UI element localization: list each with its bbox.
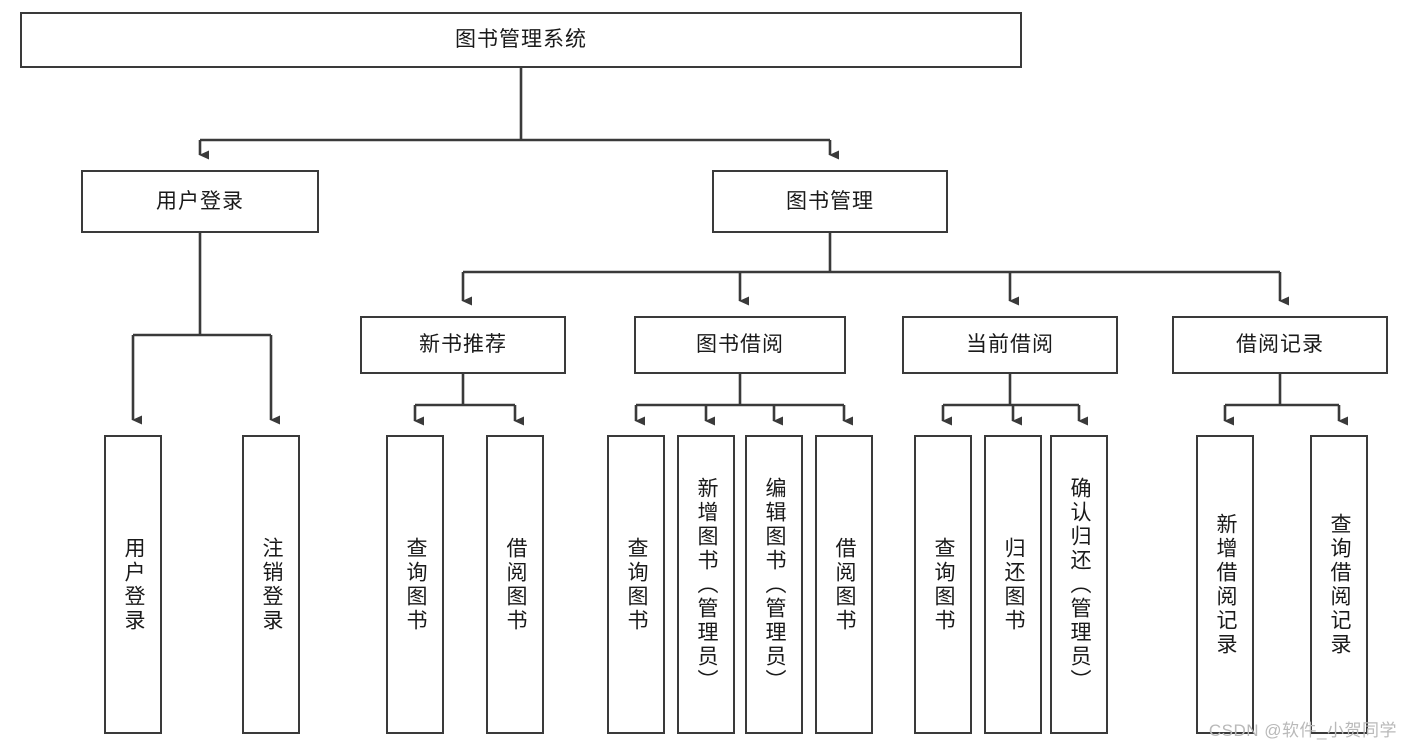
- leaf-query-books-current[interactable]: 查询图书: [914, 435, 972, 734]
- node-borrow-records[interactable]: 借阅记录: [1172, 316, 1388, 374]
- leaf-label: 新增借阅记录: [1214, 512, 1238, 657]
- leaf-label: 编辑图书（管理员）: [763, 476, 787, 693]
- leaf-label: 新增图书（管理员）: [695, 476, 719, 693]
- node-root[interactable]: 图书管理系统: [20, 12, 1022, 68]
- leaf-add-book-admin[interactable]: 新增图书（管理员）: [677, 435, 735, 734]
- leaf-add-borrow-record[interactable]: 新增借阅记录: [1196, 435, 1254, 734]
- leaf-label: 归还图书: [1002, 536, 1026, 633]
- leaf-query-books-newbooks[interactable]: 查询图书: [386, 435, 444, 734]
- leaf-edit-book-admin[interactable]: 编辑图书（管理员）: [745, 435, 803, 734]
- leaf-label: 确认归还（管理员）: [1068, 476, 1092, 693]
- leaf-label: 借阅图书: [504, 536, 528, 633]
- node-current-borrow[interactable]: 当前借阅: [902, 316, 1118, 374]
- leaf-label: 查询图书: [932, 536, 956, 633]
- leaf-confirm-return-admin[interactable]: 确认归还（管理员）: [1050, 435, 1108, 734]
- leaf-label: 借阅图书: [833, 536, 857, 633]
- leaf-return-book[interactable]: 归还图书: [984, 435, 1042, 734]
- node-book-borrow[interactable]: 图书借阅: [634, 316, 846, 374]
- node-user-login[interactable]: 用户登录: [81, 170, 319, 233]
- node-book-management[interactable]: 图书管理: [712, 170, 948, 233]
- leaf-label: 查询图书: [625, 536, 649, 633]
- leaf-user-logout[interactable]: 注销登录: [242, 435, 300, 734]
- leaf-label: 查询借阅记录: [1328, 512, 1352, 657]
- leaf-query-books-borrow[interactable]: 查询图书: [607, 435, 665, 734]
- leaf-borrow-books-newbooks[interactable]: 借阅图书: [486, 435, 544, 734]
- leaf-label: 用户登录: [122, 536, 146, 633]
- leaf-label: 查询图书: [404, 536, 428, 633]
- leaf-borrow-book[interactable]: 借阅图书: [815, 435, 873, 734]
- leaf-user-login[interactable]: 用户登录: [104, 435, 162, 734]
- csdn-watermark: CSDN @软件_小贺同学: [1208, 721, 1397, 740]
- leaf-query-borrow-record[interactable]: 查询借阅记录: [1310, 435, 1368, 734]
- leaf-label: 注销登录: [260, 536, 284, 633]
- node-new-book-recommend[interactable]: 新书推荐: [360, 316, 566, 374]
